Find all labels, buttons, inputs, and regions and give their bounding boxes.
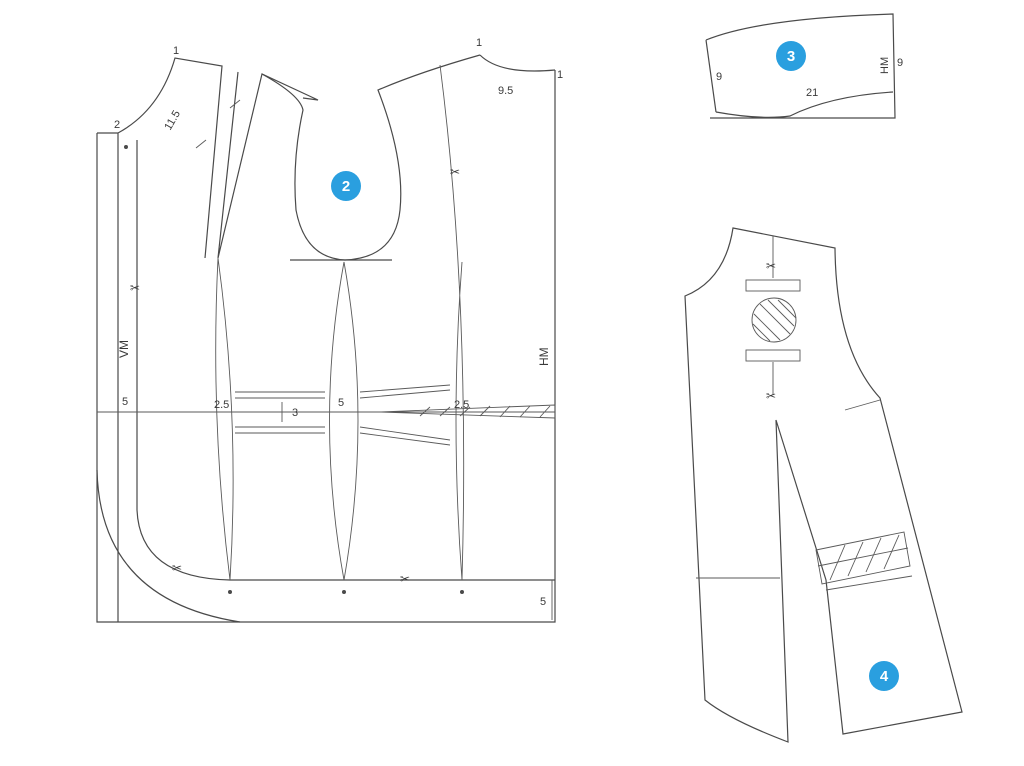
- collar-end-label: 9: [897, 57, 903, 69]
- side-notch: [844, 399, 881, 411]
- front-facing-line: [136, 140, 555, 581]
- badge-circle: [869, 661, 899, 691]
- scissors-icon: ✂: [172, 561, 182, 575]
- collar-hm-label: HM: [879, 57, 891, 74]
- badge-piece-4: 4: [869, 661, 899, 691]
- badge-number: 2: [342, 178, 350, 195]
- badge-piece-3: 3: [776, 41, 806, 71]
- front-notch-2: [229, 99, 241, 109]
- hem-label: 5: [540, 596, 546, 608]
- collar-piece: 9 21 HM 9 3: [705, 13, 903, 119]
- front-shoulder-dart: [217, 71, 319, 259]
- extension-label: 5: [122, 396, 128, 408]
- point-dot: [124, 145, 128, 149]
- front-piece: ✂ ✂ ✂ ✂ 1 2 11.5 VM 5 2.5 3 5 2.5 5: [96, 45, 556, 623]
- dart-1: [215, 257, 234, 581]
- armhole-curve: [261, 54, 481, 261]
- side-panel-piece: ✂ ✂ 4: [684, 227, 963, 743]
- badge-number: 4: [880, 668, 889, 685]
- dart-3: [439, 64, 465, 581]
- front-outline: [96, 57, 556, 623]
- neck-curve-label: 11.5: [162, 108, 183, 132]
- front-lapel-curve: [96, 469, 241, 623]
- pocket-hatch: [379, 404, 556, 419]
- neck-width-label: 9.5: [498, 85, 513, 97]
- front-notch-1: [195, 139, 207, 149]
- welt-pocket: [235, 384, 451, 446]
- side-neck-label: 2: [114, 119, 120, 131]
- vm-label: VM: [117, 340, 131, 358]
- side-welt-hatch: [815, 531, 911, 585]
- back-neck-curve: [479, 54, 556, 72]
- side-pocket-line: [825, 575, 913, 591]
- back-piece-labels: 1 1 9.5 HM: [476, 37, 563, 366]
- point-dot: [228, 590, 232, 594]
- shoulder-label: 1: [557, 69, 563, 81]
- scissors-icon: ✂: [766, 259, 776, 273]
- scissors-icon: ✂: [450, 165, 460, 179]
- point-dot: [460, 590, 464, 594]
- collar-length-label: 21: [806, 87, 818, 99]
- circle-hatch: [752, 299, 797, 342]
- point-dot: [342, 590, 346, 594]
- pocket-bar-bottom: [745, 349, 801, 362]
- welt-label: 3: [292, 407, 298, 419]
- hatched-circle: [751, 297, 797, 343]
- badge-circle: [331, 171, 361, 201]
- collar-height-label: 9: [716, 71, 722, 83]
- scissors-icon: ✂: [400, 572, 410, 586]
- dart-1-label: 2.5: [214, 399, 229, 411]
- dart-3-label: 2.5: [454, 399, 469, 411]
- hm-label: HM: [537, 347, 551, 366]
- side-panel-outline: [684, 227, 963, 743]
- front-neck-point-label: 1: [173, 45, 179, 57]
- badge-circle: [776, 41, 806, 71]
- back-neck-point-label: 1: [476, 37, 482, 49]
- pocket-bar-top: [745, 279, 801, 292]
- dart-2: [329, 261, 359, 581]
- scissors-icon: ✂: [130, 281, 140, 295]
- badge-number: 3: [787, 48, 795, 65]
- scissors-icon: ✂: [766, 389, 776, 403]
- dart-2-label: 5: [338, 397, 344, 409]
- collar-outline: [705, 13, 896, 119]
- badge-piece-2: 2: [331, 171, 361, 201]
